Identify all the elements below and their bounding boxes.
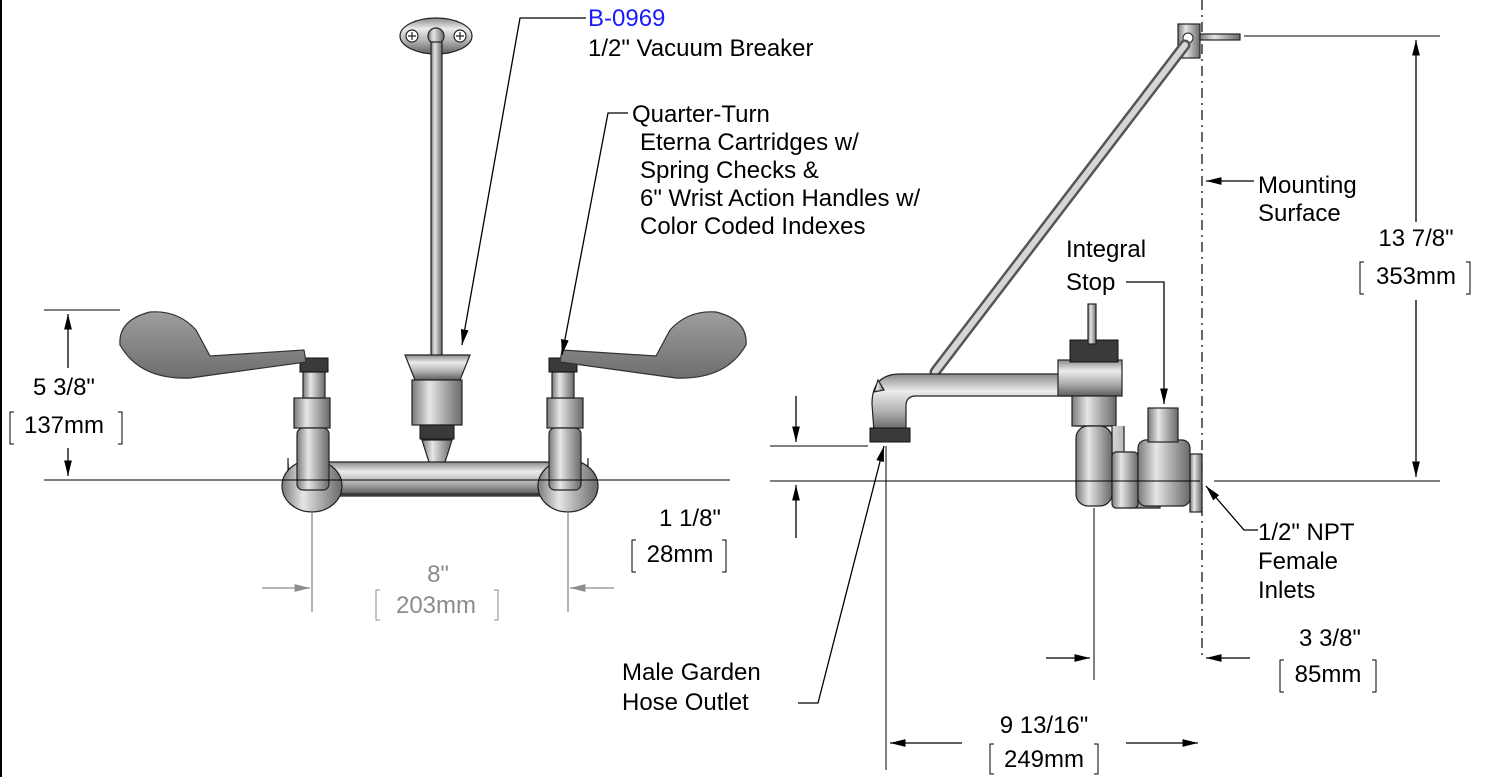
inlets-label-line-2: Female — [1258, 548, 1338, 575]
vacuum-breaker-label: 1/2" Vacuum Breaker — [588, 35, 814, 62]
dim-centers-mm: 203mm — [396, 592, 476, 619]
dim-centers-inches: 8" — [427, 561, 449, 588]
left-wrist-handle — [119, 311, 307, 379]
dim-outlet-mm: 28mm — [647, 541, 714, 568]
integral-stop-label-line-2: Stop — [1066, 269, 1115, 296]
diagonal-support-rod — [932, 42, 1188, 375]
dim-centers-mm-brackets — [375, 589, 499, 621]
hose-outlet-label-line-1: Male Garden — [622, 659, 761, 686]
mounting-surface-label-line-1: Mounting — [1258, 172, 1357, 199]
dim-height-mm: 137mm — [24, 412, 104, 439]
hose-outlet-thread — [869, 427, 911, 443]
side-handle — [1087, 303, 1097, 345]
union-nut — [1111, 451, 1139, 509]
hose-outlet-label-line-2: Hose Outlet — [622, 689, 749, 716]
dim-projection-inches: 9 13/16" — [1000, 712, 1089, 739]
integral-stop-leader — [1126, 281, 1168, 404]
dim-height-mm-brackets — [9, 411, 123, 445]
dim-height-inches: 5 3/8" — [33, 374, 95, 401]
side-elbow — [1075, 425, 1113, 507]
side-view — [770, 0, 1440, 770]
hose-outlet-leader — [798, 445, 885, 704]
side-spout — [871, 373, 1081, 433]
inlets-label-line-3: Inlets — [1258, 577, 1315, 604]
vacuum-breaker — [404, 354, 471, 381]
faucet-body — [309, 461, 566, 495]
side-wall-flange — [1189, 453, 1203, 513]
left-valve-nut — [293, 397, 331, 429]
right-valve-nut — [546, 397, 584, 429]
front-view — [44, 17, 747, 612]
dim-projection-mm-brackets — [989, 743, 1099, 775]
dim-overall-height-inches: 13 7/8" — [1378, 225, 1453, 252]
dim-inlet-depth-inches: 3 3/8" — [1299, 625, 1361, 652]
dim-outlet-inches: 1 1/8" — [659, 505, 721, 532]
inlets-label-line-1: 1/2" NPT — [1258, 519, 1355, 546]
cartridge-leader — [561, 112, 628, 356]
cartridge-label-line-2: Eterna Cartridges w/ — [640, 129, 859, 156]
vacuum-breaker-leader — [460, 17, 586, 346]
integral-stop-body — [1137, 439, 1191, 507]
integral-stop-label-line-1: Integral — [1066, 236, 1146, 263]
cartridge-label-line-3: Spring Checks & — [640, 157, 819, 184]
dim-projection-mm: 249mm — [1004, 746, 1084, 773]
cartridge-label-line-1: Quarter-Turn — [632, 101, 770, 128]
right-wrist-handle — [559, 311, 747, 379]
dim-inlet-depth-mm: 85mm — [1295, 661, 1362, 688]
support-rod — [430, 41, 443, 363]
dim-overall-height-mm-brackets — [1359, 261, 1471, 295]
part-number-link[interactable]: B-0969 — [588, 5, 665, 32]
cartridge-label-line-5: Color Coded Indexes — [640, 213, 865, 240]
cartridge-label-line-4: 6" Wrist Action Handles w/ — [640, 185, 921, 212]
dim-overall-height-mm: 353mm — [1376, 263, 1456, 290]
dim-inlet-depth-mm-brackets — [1279, 659, 1377, 693]
inlets-leader — [1205, 485, 1258, 531]
mounting-surface-label-line-2: Surface — [1258, 200, 1341, 227]
dim-outlet-mm-brackets — [631, 539, 727, 573]
